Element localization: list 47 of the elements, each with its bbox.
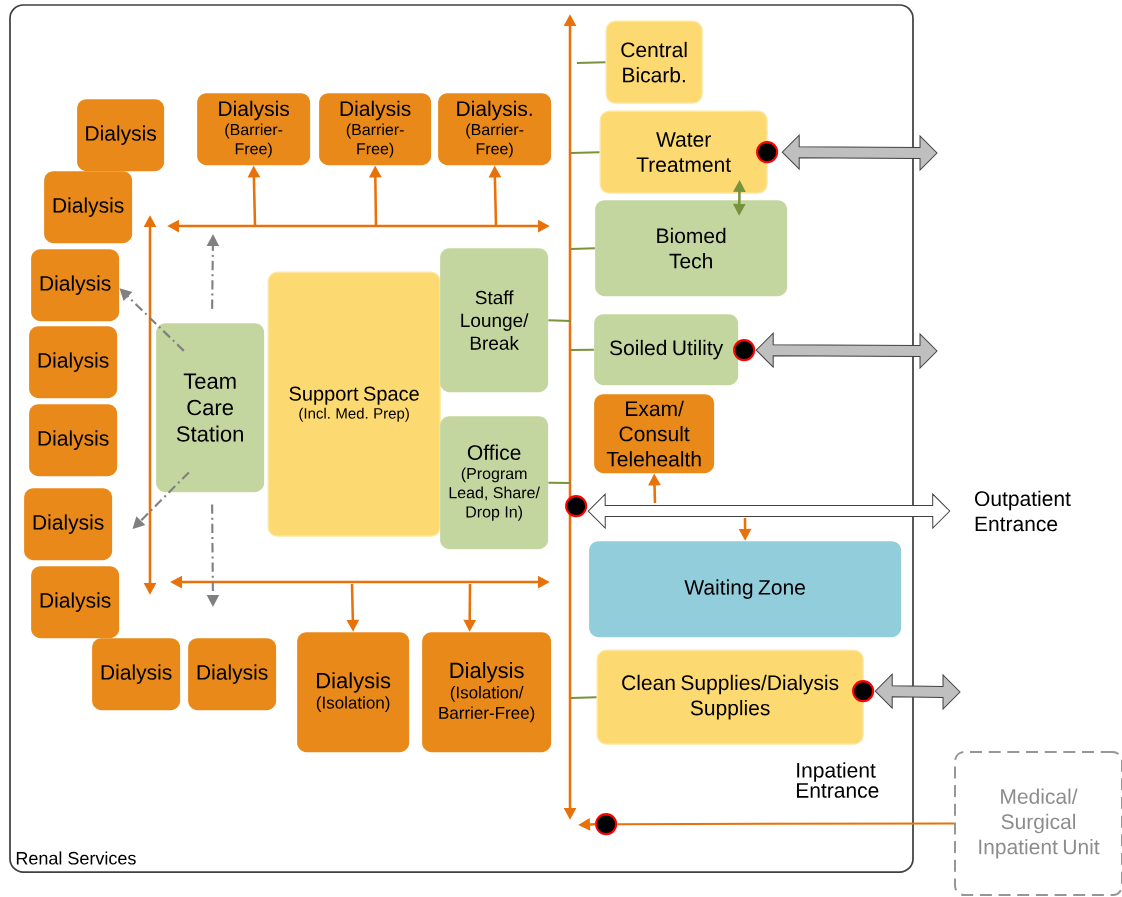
- connector-line: [616, 822, 955, 826]
- room-box: Dialysis: [29, 326, 118, 399]
- entrance-label: Outpatient Entrance: [975, 490, 1071, 532]
- room-box: Dialysis: [29, 404, 118, 477]
- room-box: Office (Program Lead, Share/ Drop In): [440, 416, 549, 550]
- room-box: Water Treatment: [599, 110, 768, 194]
- block-arrow: [874, 673, 961, 710]
- room-box: Exam/ Consult Telehealth: [594, 394, 715, 474]
- room-box: Dialysis (Isolation): [297, 632, 410, 753]
- room-box: Dialysis. (Barrier-Free): [438, 93, 552, 166]
- access-point: [565, 495, 588, 518]
- department-label: Renal Services: [16, 851, 136, 865]
- connector-line: [570, 247, 596, 250]
- room-box: Clean Supplies/Dialysis Supplies: [596, 649, 864, 745]
- room-box: Dialysis: [24, 488, 113, 561]
- connector-line: [570, 151, 601, 154]
- room-box: Soiled Utility: [594, 314, 739, 386]
- room-box: Central Bicarb.: [605, 20, 703, 104]
- room-box: Support Space (Incl. Med. Prep): [267, 271, 441, 537]
- entrance-label: Inpatient Entrance: [797, 762, 879, 798]
- room-box: Biomed Tech: [595, 200, 788, 297]
- room-box: Dialysis: [31, 566, 120, 639]
- block-arrow: [587, 493, 951, 529]
- connector-line: [547, 319, 572, 322]
- room-box: Dialysis (Isolation/ Barrier-Free): [422, 632, 552, 753]
- room-box: Team Care Station: [156, 323, 265, 493]
- room-box: Dialysis: [31, 249, 120, 322]
- room-box: Dialysis: [44, 171, 133, 244]
- access-point: [595, 813, 618, 836]
- block-arrow: [781, 134, 938, 171]
- access-point: [756, 141, 779, 164]
- room-box: Dialysis: [77, 99, 165, 172]
- connector-line: [547, 481, 572, 484]
- connector-line: [570, 696, 598, 699]
- connector-line: [570, 348, 595, 351]
- room-box: Dialysis: [188, 638, 277, 711]
- connector-line: [576, 61, 607, 64]
- room-box: Dialysis (Barrier-Free): [319, 93, 432, 166]
- unit-box: Medical/ Surgical Inpatient Unit: [954, 751, 1122, 896]
- room-box: Dialysis (Barrier-Free): [197, 93, 311, 166]
- room-box: Staff Lounge/ Break: [440, 248, 549, 393]
- access-point: [733, 339, 756, 362]
- access-point: [852, 680, 875, 703]
- zone-box: Waiting Zone: [589, 541, 902, 638]
- node-label: Dialysis: [53, 197, 124, 217]
- block-arrow: [755, 332, 938, 369]
- room-box: Dialysis: [92, 638, 181, 711]
